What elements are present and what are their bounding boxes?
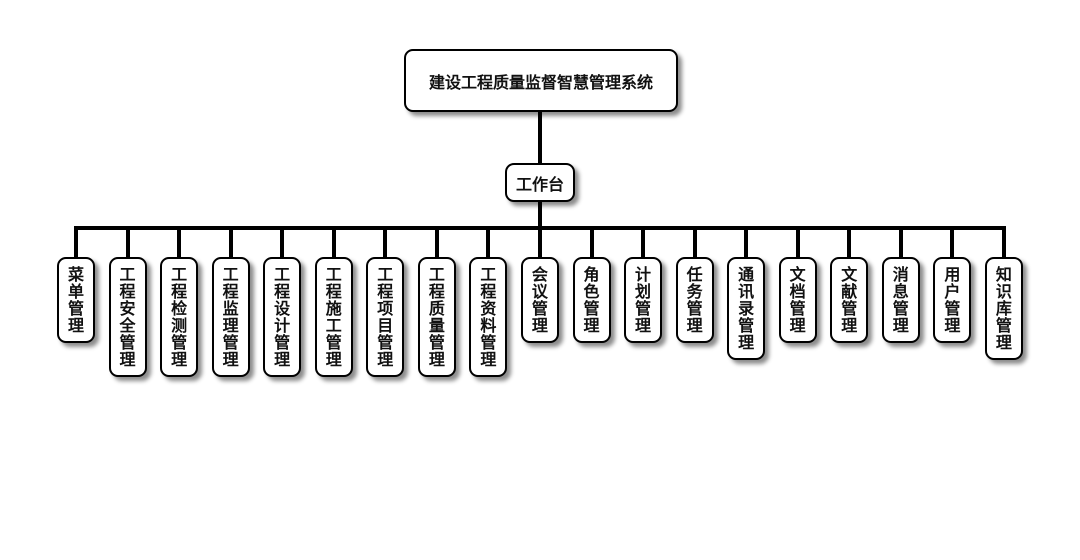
child-label: 工程监理管理	[222, 265, 239, 369]
child-node: 工程施工管理	[314, 257, 353, 377]
child-node: 文献管理	[830, 257, 869, 343]
child-label: 工程安全管理	[119, 265, 136, 369]
child-node: 消息管理	[881, 257, 920, 343]
hub-label: 工作台	[515, 174, 564, 194]
child-label: 用户管理	[944, 265, 961, 335]
connector-child	[692, 228, 697, 257]
connector-child	[537, 228, 542, 257]
child-label: 角色管理	[583, 265, 600, 335]
child-label: 工程检测管理	[171, 265, 188, 369]
child-node: 工程资料管理	[469, 257, 508, 377]
connector-child	[641, 228, 646, 257]
child-label: 消息管理	[892, 265, 909, 335]
child-label: 知识库管理	[995, 265, 1012, 352]
connector-child	[795, 228, 800, 257]
child-node: 计划管理	[624, 257, 663, 343]
connector-child	[847, 228, 852, 257]
connector-child	[228, 228, 233, 257]
child-label: 工程设计管理	[274, 265, 291, 369]
child-label: 文档管理	[789, 265, 806, 335]
child-label: 菜单管理	[67, 265, 84, 335]
connector-child	[744, 228, 749, 257]
child-node: 工程监理管理	[211, 257, 250, 377]
connector-child	[74, 228, 78, 257]
child-node: 任务管理	[675, 257, 714, 343]
hub-node: 工作台	[505, 163, 575, 202]
child-label: 工程施工管理	[325, 265, 342, 369]
child-label: 工程质量管理	[428, 265, 445, 369]
connector-child	[589, 228, 594, 257]
connector-child	[434, 228, 439, 257]
child-node: 知识库管理	[984, 257, 1023, 360]
child-node: 角色管理	[572, 257, 611, 343]
child-node: 通讯录管理	[727, 257, 766, 360]
root-node: 建设工程质量监督智慧管理系统	[404, 49, 678, 112]
child-node: 工程项目管理	[366, 257, 405, 377]
child-label: 会议管理	[531, 265, 548, 335]
child-label: 任务管理	[686, 265, 703, 335]
child-node: 工程设计管理	[263, 257, 302, 377]
connector-hub-bus	[538, 202, 542, 229]
child-node: 文档管理	[778, 257, 817, 343]
child-node: 用户管理	[933, 257, 972, 343]
child-node: 菜单管理	[57, 257, 95, 343]
connector-child	[280, 228, 285, 257]
connector-root-hub	[538, 112, 542, 163]
connector-child	[950, 228, 955, 257]
connector-child	[1001, 228, 1006, 257]
child-label: 工程项目管理	[377, 265, 394, 369]
connector-child	[486, 228, 491, 257]
child-label: 计划管理	[635, 265, 652, 335]
child-label: 工程资料管理	[480, 265, 497, 369]
connector-child	[383, 228, 388, 257]
child-node: 工程质量管理	[417, 257, 456, 377]
child-node: 会议管理	[520, 257, 559, 343]
root-label: 建设工程质量监督智慧管理系统	[428, 72, 653, 92]
connector-child	[898, 228, 903, 257]
connector-child	[125, 228, 130, 257]
child-label: 文献管理	[841, 265, 858, 335]
child-node: 工程安全管理	[108, 257, 147, 377]
connector-child	[331, 228, 336, 257]
connector-child	[177, 228, 182, 257]
child-node: 工程检测管理	[160, 257, 199, 377]
child-label: 通讯录管理	[738, 265, 755, 352]
